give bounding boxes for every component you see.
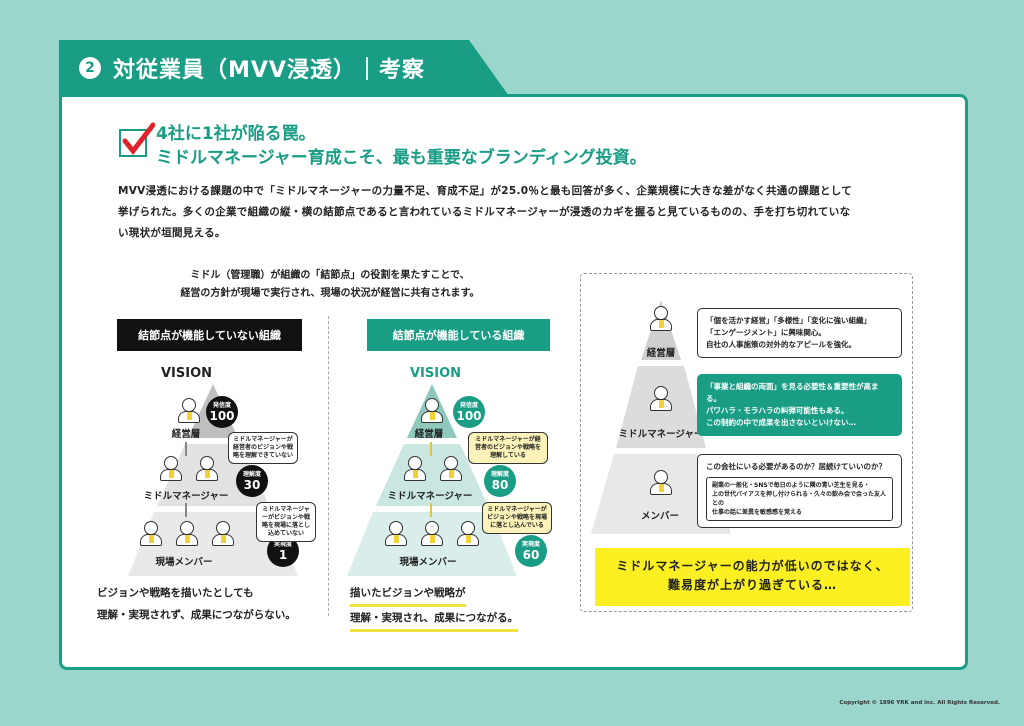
page-title: 対従業員（MVV浸透）｜考察 [113, 58, 425, 83]
manager-icon [650, 386, 672, 416]
headline: 4社に1社が陥る罠。 ミドルマネージャー育成こそ、最も重要なブランディング投資。 [156, 124, 647, 168]
left-bubble-1: ミドルマネージャーが経営者のビジョンや戦略を理解できていない [228, 432, 298, 464]
manager-icon [160, 456, 182, 486]
member-icon [421, 521, 443, 551]
left-bottom-label: 現場メンバー [155, 557, 213, 568]
exec-pressure-box: 「個を活かす経営」「多様性」「変化に強い組織」「エンゲージメント」に興味関心。自… [697, 308, 902, 358]
member-icon [212, 521, 234, 551]
section-tab: 2 対従業員（MVV浸透）｜考察 [59, 40, 509, 96]
executive-icon [178, 398, 200, 428]
arrow-icon [430, 442, 432, 456]
arrow-icon [185, 503, 187, 517]
right-mid-label: ミドルマネージャー [387, 491, 473, 502]
divider [328, 316, 329, 616]
member-icon [176, 521, 198, 551]
copyright: Copyright © 1896 YRK and inc. All Rights… [839, 700, 1000, 706]
left-bubble-2: ミドルマネージャーがビジョンや戦略を現場に落とし込めていない [256, 502, 316, 542]
conclusion-box: ミドルマネージャーの能力が低いのではなく、難易度が上がり過ぎている… [595, 548, 910, 606]
left-vision: VISION [161, 366, 213, 381]
pressure-top-label: 経営層 [646, 348, 676, 359]
executive-icon [650, 306, 672, 336]
body-paragraph: MVV浸透における課題の中で「ミドルマネージャーの力量不足、育成不足」が25.0… [118, 185, 853, 239]
section-number: 2 [79, 57, 101, 79]
pressure-panel [580, 273, 913, 612]
right-bottom-label: 現場メンバー [399, 557, 457, 568]
pressure-mid-label: ミドルマネージャー [618, 429, 704, 440]
right-bubble-1: ミドルマネージャーが経営者のビジョンや戦略を理解している [468, 432, 548, 464]
manager-icon [404, 456, 426, 486]
manager-icon [440, 456, 462, 486]
right-top-label: 経営層 [414, 429, 444, 440]
right-label: 結節点が機能している組織 [367, 319, 550, 351]
left-top-label: 経営層 [171, 429, 201, 440]
manager-pressure-box: 「事業と組織の両面」を見る必要性＆重要性が高まる。パワハラ・モラハラの糾弾可能性… [697, 374, 902, 436]
left-caption: ビジョンや戦略を描いたとしても理解・実現されず、成果につながらない。 [97, 587, 296, 621]
member-icon [457, 521, 479, 551]
executive-icon [421, 398, 443, 428]
right-vision: VISION [410, 366, 462, 381]
checkbox-icon [119, 122, 155, 157]
arrow-icon [430, 503, 432, 517]
arrow-icon [185, 442, 187, 456]
member-icon [140, 521, 162, 551]
right-caption: 描いたビジョンや戦略が理解・実現され、成果につながる。 [350, 582, 519, 632]
pressure-bottom-label: メンバー [640, 511, 679, 522]
manager-icon [196, 456, 218, 486]
member-icon [650, 470, 672, 500]
right-bubble-2: ミドルマネージャーがビジョンや戦略を現場に落とし込んでいる [482, 502, 552, 534]
member-pressure-box: この会社にいる必要があるのか？居続けていいのか？ 副業の一般化・SNSで毎日のよ… [697, 454, 902, 528]
diagram-intro: ミドル（管理職）が組織の「結節点」の役割を果たすことで、 経営の方針が現場で実行… [180, 270, 480, 299]
left-mid-label: ミドルマネージャー [143, 491, 229, 502]
member-icon [385, 521, 407, 551]
left-label: 結節点が機能していない組織 [117, 319, 302, 351]
